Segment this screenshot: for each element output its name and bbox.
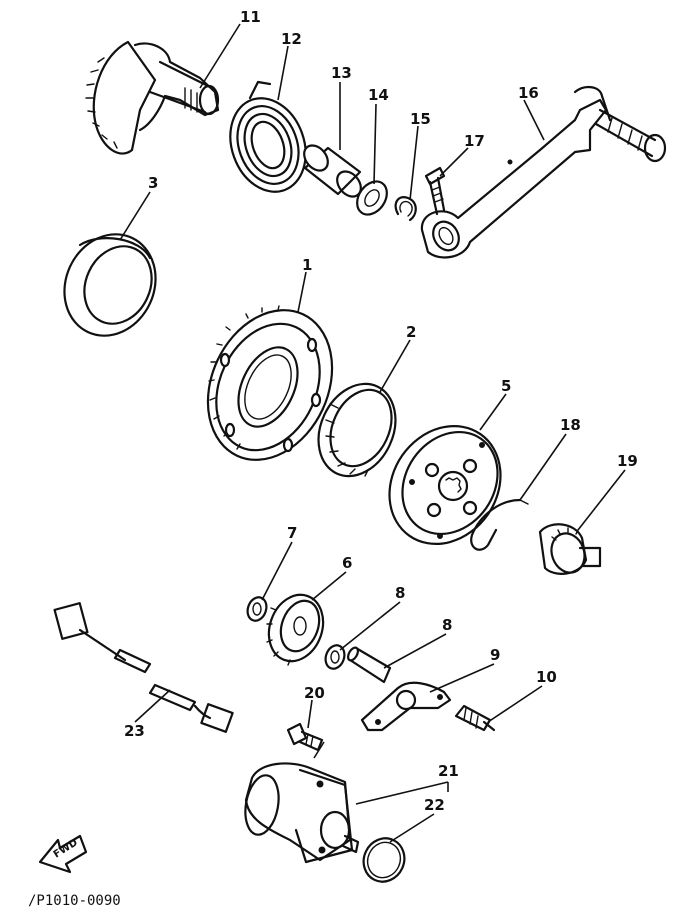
part-plain-washer bbox=[356, 180, 388, 216]
part-circlip bbox=[394, 196, 417, 222]
fwd-arrow-icon bbox=[38, 834, 88, 874]
part-needle-bearing bbox=[317, 382, 397, 478]
callout-8-lower: 8 bbox=[395, 584, 405, 602]
leader-lines bbox=[119, 23, 626, 843]
diagram-caption: /P1010-0090 bbox=[28, 893, 121, 909]
callout-15: 14 bbox=[368, 86, 389, 104]
callout-12: 11 bbox=[240, 8, 261, 26]
part-washer-upper bbox=[246, 596, 268, 622]
part-collar bbox=[303, 144, 362, 198]
callout-3: 3 bbox=[148, 174, 158, 192]
callout-22: 22 bbox=[424, 796, 445, 814]
part-washer-lower bbox=[324, 644, 346, 670]
callout-18: 17 bbox=[464, 132, 485, 150]
callout-9: 9 bbox=[490, 646, 500, 664]
part-starter-wheel bbox=[206, 305, 334, 461]
part-screw bbox=[454, 704, 496, 732]
callout-8-upper: 7 bbox=[287, 524, 297, 542]
callout-19: 19 bbox=[617, 452, 638, 470]
callout-6: 6 bbox=[342, 554, 352, 572]
part-kick-crank-lever bbox=[420, 86, 667, 259]
part-screw-motor bbox=[286, 722, 324, 752]
part-bolt-kick-lever bbox=[424, 166, 446, 216]
callout-2: 2 bbox=[406, 323, 416, 341]
part-oil-seal bbox=[63, 233, 157, 337]
part-kick-axle-gear bbox=[85, 40, 220, 155]
callout-1: 1 bbox=[302, 256, 312, 274]
callout-20: 18 bbox=[560, 416, 581, 434]
callout-16: 15 bbox=[410, 110, 431, 128]
part-starter-motor bbox=[244, 762, 360, 864]
callout-labels: 11 12 13 14 15 17 16 3 1 2 5 18 19 7 6 8… bbox=[124, 8, 638, 814]
callout-11: 20 bbox=[304, 684, 325, 702]
part-shaft bbox=[346, 646, 392, 684]
callout-7: 8 bbox=[442, 616, 452, 634]
callout-21: 21 bbox=[438, 762, 459, 780]
callout-10: 10 bbox=[536, 668, 557, 686]
part-starter-clutch bbox=[388, 425, 502, 545]
callout-17: 16 bbox=[518, 84, 539, 102]
part-idle-gear bbox=[538, 523, 602, 575]
part-lead-wire bbox=[53, 602, 234, 733]
callout-14: 13 bbox=[331, 64, 352, 82]
part-clip bbox=[470, 498, 529, 551]
callout-13: 12 bbox=[281, 30, 302, 48]
part-plate bbox=[360, 681, 452, 732]
callout-5: 5 bbox=[501, 377, 511, 395]
part-idle-gear-small bbox=[266, 593, 325, 666]
callout-23: 23 bbox=[124, 722, 145, 740]
part-torsion-spring bbox=[229, 80, 307, 193]
part-o-ring bbox=[362, 837, 406, 883]
